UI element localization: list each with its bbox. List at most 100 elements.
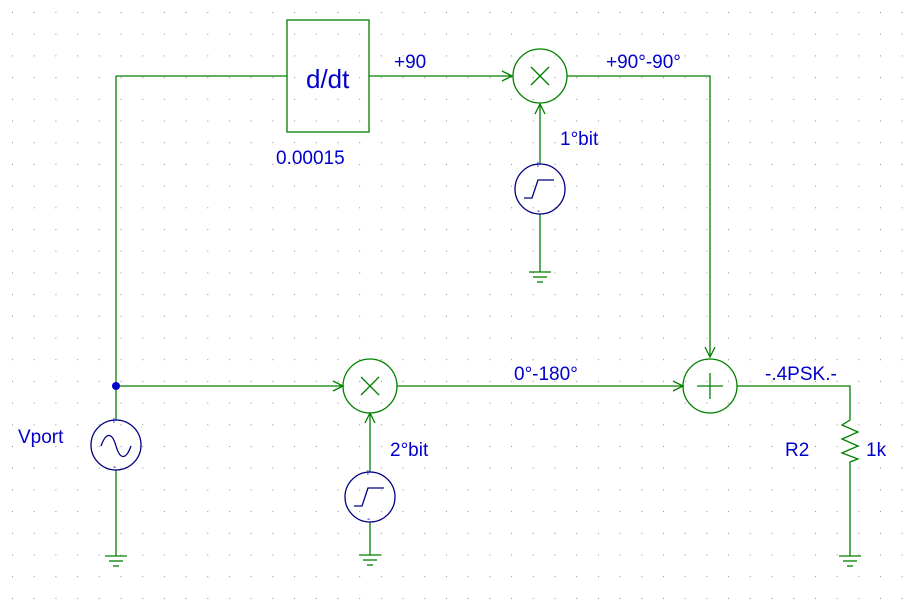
- grid-dot: [706, 315, 708, 317]
- grid-dot: [728, 294, 730, 296]
- grid-dot: [467, 185, 469, 187]
- grid-dot: [749, 532, 751, 534]
- vport-source[interactable]: + -: [90, 416, 142, 473]
- grid-dot: [98, 77, 100, 79]
- grid-dot: [597, 511, 599, 513]
- grid-dot: [511, 142, 513, 144]
- differentiator-block[interactable]: d/dt: [286, 19, 370, 133]
- grid-dot: [619, 12, 621, 13]
- grid-dot: [684, 315, 686, 317]
- grid-dot: [12, 272, 13, 274]
- grid-dot: [315, 77, 317, 79]
- pulse-source-2[interactable]: + -: [344, 468, 396, 525]
- resistor-r2[interactable]: [840, 416, 860, 466]
- grid-dot: [380, 120, 382, 122]
- summer[interactable]: [682, 358, 738, 414]
- grid-dot: [858, 229, 860, 230]
- grid-dot: [749, 120, 751, 122]
- grid-dot: [728, 380, 730, 382]
- grid-dot: [98, 402, 100, 404]
- grid-dot: [98, 446, 100, 447]
- grid-dot: [814, 163, 816, 165]
- arrow-mult1-bottom: [534, 102, 546, 115]
- grid-dot: [771, 554, 773, 556]
- grid-dot: [185, 359, 187, 361]
- grid-dot: [858, 597, 860, 599]
- grid-dot: [446, 359, 447, 361]
- grid-dot: [619, 489, 621, 491]
- grid-dot: [749, 446, 751, 447]
- grid-dot: [380, 489, 382, 491]
- grid-dot: [793, 163, 795, 165]
- grid-dot: [55, 142, 57, 144]
- grid-dot: [554, 554, 556, 556]
- grid-dot: [120, 446, 122, 447]
- differentiator-gain: 0.00015: [276, 148, 345, 169]
- grid-dot: [814, 380, 816, 382]
- grid-dot: [229, 359, 230, 361]
- grid-dot: [229, 120, 230, 122]
- ground-1: [529, 271, 551, 283]
- grid-dot: [446, 33, 447, 35]
- grid-dot: [641, 359, 643, 361]
- grid-dot: [663, 554, 664, 556]
- grid-dot: [55, 446, 57, 447]
- grid-dot: [901, 55, 903, 57]
- multiplier-2[interactable]: [342, 358, 398, 414]
- grid-dot: [294, 554, 296, 556]
- grid-dot: [77, 98, 79, 100]
- grid-dot: [597, 597, 599, 599]
- grid-dot: [901, 467, 903, 469]
- grid-dot: [402, 120, 404, 122]
- grid-dot: [836, 315, 838, 317]
- grid-dot: [424, 55, 426, 57]
- grid-dot: [207, 272, 209, 274]
- grid-dot: [359, 532, 361, 534]
- grid-dot: [294, 33, 296, 35]
- grid-dot: [163, 424, 165, 426]
- grid-dot: [793, 229, 795, 230]
- pulse-source-1[interactable]: + -: [514, 160, 566, 217]
- grid-dot: [207, 554, 209, 556]
- grid-dot: [55, 77, 57, 79]
- grid-dot: [489, 315, 491, 317]
- grid-dot: [33, 207, 35, 209]
- grid-dot: [814, 98, 816, 100]
- grid-dot: [597, 55, 599, 57]
- grid-dot: [315, 120, 317, 122]
- grid-dot: [728, 489, 730, 491]
- grid-dot: [229, 489, 230, 491]
- multiply-cross-b: [360, 376, 380, 396]
- grid-dot: [337, 229, 339, 230]
- grid-dot: [163, 489, 165, 491]
- grid-dot: [163, 229, 165, 230]
- grid-dot: [446, 229, 447, 230]
- grid-dot: [77, 554, 79, 556]
- grid-dot: [532, 554, 534, 556]
- grid-dot: [706, 554, 708, 556]
- grid-dot: [229, 142, 230, 144]
- grid-dot: [98, 424, 100, 426]
- grid-dot: [880, 120, 881, 122]
- grid-dot: [858, 402, 860, 404]
- grid-dot: [576, 12, 578, 13]
- grid-dot: [229, 98, 230, 100]
- multiplier-1[interactable]: [512, 48, 568, 104]
- grid-dot: [77, 142, 79, 144]
- grid-dot: [250, 120, 252, 122]
- grid-dot: [641, 402, 643, 404]
- net-label-zero-180: 0°-180°: [514, 364, 578, 385]
- grid-dot: [641, 185, 643, 187]
- grid-dot: [532, 207, 534, 209]
- grid-dot: [901, 532, 903, 534]
- grid-dot: [12, 380, 13, 382]
- grid-dot: [77, 77, 79, 79]
- grid-dot: [771, 163, 773, 165]
- grid-dot: [359, 511, 361, 513]
- grid-dot: [250, 359, 252, 361]
- grid-dot: [294, 380, 296, 382]
- grid-dot: [402, 315, 404, 317]
- grid-dot: [749, 554, 751, 556]
- grid-dot: [814, 250, 816, 252]
- grid-dot: [380, 402, 382, 404]
